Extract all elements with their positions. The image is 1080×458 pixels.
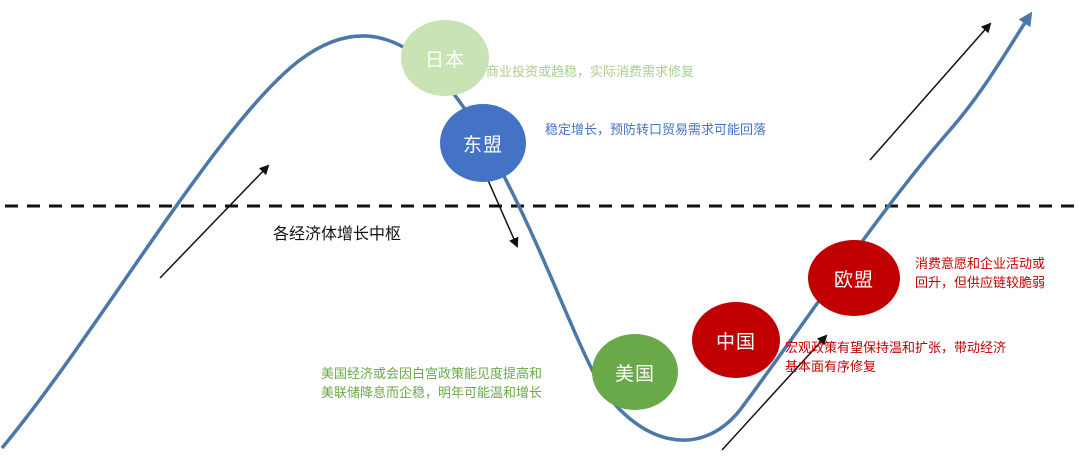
growth-center-label: 各经济体增长中枢 bbox=[273, 224, 402, 243]
business-cycle-curve bbox=[0, 11, 1033, 450]
usa-note-line-2: 美联储降息而企稳，明年可能温和增长 bbox=[321, 386, 543, 401]
china-note-line-1: 宏观政策有望保持温和扩张，带动经济 bbox=[785, 341, 1007, 356]
china-note-line-2: 基本面有序修复 bbox=[785, 360, 877, 375]
usa-label: 美国 bbox=[614, 362, 655, 385]
asean-note-line: 稳定增长，预防转口贸易需求可能回落 bbox=[545, 123, 767, 138]
japan-note-line: 商业投资或趋稳，实际消费需求修复 bbox=[486, 65, 695, 80]
japan-bubble: 日本 bbox=[401, 20, 489, 96]
china-bubble: 中国 bbox=[692, 302, 780, 378]
usa-bubble: 美国 bbox=[592, 334, 678, 410]
eu-note-line-2: 回升，但供应链较脆弱 bbox=[915, 276, 1046, 291]
asean-bubble: 东盟 bbox=[440, 104, 526, 182]
eu-bubble: 欧盟 bbox=[808, 240, 900, 316]
asean-label: 东盟 bbox=[462, 133, 503, 156]
eu-label: 欧盟 bbox=[833, 268, 874, 291]
usa-note-line-1: 美国经济或会因白宫政策能见度提高和 bbox=[321, 367, 543, 382]
eu-note-line-1: 消费意愿和企业活动或 bbox=[915, 257, 1046, 272]
usa-note: 美国经济或会因白宫政策能见度提高和 美联储降息而企稳，明年可能温和增长 bbox=[321, 365, 542, 403]
japan-note: 商业投资或趋稳，实际消费需求修复 bbox=[486, 63, 694, 82]
china-note: 宏观政策有望保持温和扩张，带动经济 基本面有序修复 bbox=[785, 339, 1006, 377]
eu-note: 消费意愿和企业活动或 回升，但供应链较脆弱 bbox=[915, 255, 1045, 293]
rising-arrow-left bbox=[159, 164, 270, 279]
rising-arrow-bottom bbox=[721, 334, 828, 451]
china-label: 中国 bbox=[715, 330, 756, 353]
japan-label: 日本 bbox=[424, 48, 465, 71]
rising-arrow-right bbox=[869, 22, 992, 161]
asean-note: 稳定增长，预防转口贸易需求可能回落 bbox=[545, 121, 766, 140]
